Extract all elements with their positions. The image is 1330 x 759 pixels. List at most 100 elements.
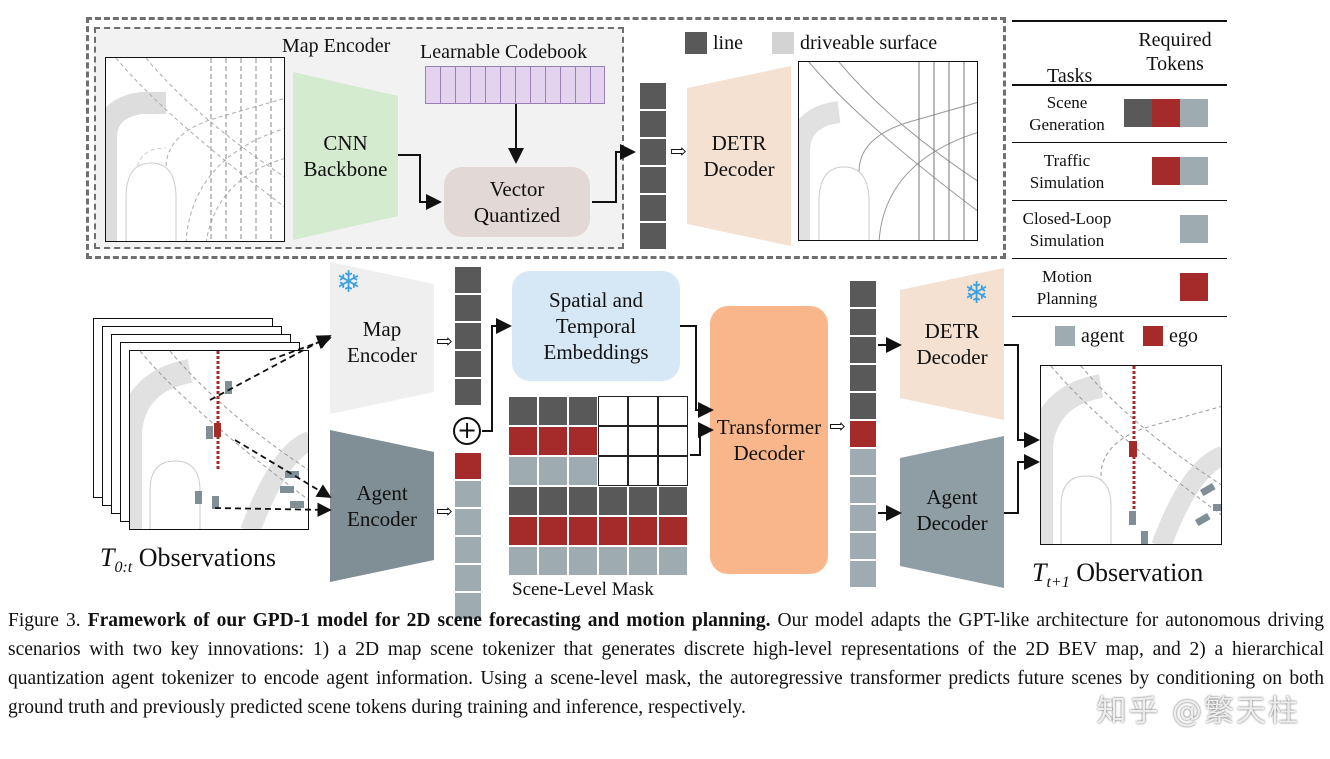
cnn-backbone-line1: CNN xyxy=(323,131,368,155)
mask-cell-empty xyxy=(628,456,658,486)
line-token xyxy=(454,266,482,294)
line-token xyxy=(1124,99,1152,127)
output-bev-map xyxy=(798,61,978,241)
mask-cell-agent xyxy=(658,546,688,576)
required-header-line2: Tokens xyxy=(1146,53,1204,75)
output-token-column xyxy=(849,280,877,588)
hollow-arrow-icon: ⇨ xyxy=(436,501,453,523)
mask-cell-line xyxy=(568,486,598,516)
ego-token xyxy=(849,420,877,448)
agent-token xyxy=(849,504,877,532)
plus-circle-icon: + xyxy=(453,417,481,445)
line-token xyxy=(849,364,877,392)
input-bev-map xyxy=(105,57,285,242)
mask-cell-agent xyxy=(598,546,628,576)
learnable-codebook xyxy=(425,66,605,104)
bottom-arrows xyxy=(209,318,1040,521)
cnn-backbone-line2: Backbone xyxy=(303,157,388,181)
mask-cell-agent xyxy=(628,546,658,576)
agent-decoder-line2: Decoder xyxy=(916,511,988,535)
line-token xyxy=(454,322,482,350)
agent-encoder-line2: Encoder xyxy=(347,507,417,531)
mask-cell-agent xyxy=(568,456,598,486)
line-token xyxy=(639,222,667,250)
mask-cell-ego xyxy=(628,516,658,546)
mask-cell-empty xyxy=(598,426,628,456)
mask-cell-agent xyxy=(568,546,598,576)
mask-cell-empty xyxy=(658,396,688,426)
caption-bold: Framework of our GPD-1 model for 2D scen… xyxy=(87,610,771,631)
mask-cell-empty xyxy=(628,396,658,426)
line-token xyxy=(639,82,667,110)
observations-label: T0:t Observations xyxy=(100,543,276,583)
snowflake-icon: ❄ xyxy=(336,266,362,299)
agent-token xyxy=(454,592,482,620)
watermark: 知乎 @繁天柱 xyxy=(1096,694,1300,729)
cnn-backbone: CNN Backbone xyxy=(293,72,398,240)
learnable-codebook-label: Learnable Codebook xyxy=(420,41,588,63)
out-symbol: T xyxy=(1032,558,1047,587)
line-token xyxy=(639,194,667,222)
mask-cell-ego xyxy=(658,516,688,546)
agent-token xyxy=(454,508,482,536)
legend-driveable-swatch xyxy=(772,32,794,54)
legend-line-swatch xyxy=(685,32,707,54)
required-tokens-header: Required Tokens xyxy=(1120,28,1230,76)
line-token xyxy=(849,280,877,308)
mask-cell-ego xyxy=(568,516,598,546)
ego-token xyxy=(1152,157,1180,185)
line-token xyxy=(849,392,877,420)
mask-cell-ego xyxy=(508,426,538,456)
ste-line3: Embeddings xyxy=(543,340,649,364)
mask-cell-empty xyxy=(658,426,688,456)
top-arrows xyxy=(398,104,636,210)
spatial-temporal-embeddings: Spatial and Temporal Embeddings xyxy=(512,271,680,381)
output-observation-label: Tt+1 Observation xyxy=(1032,558,1203,598)
ste-line2: Temporal xyxy=(555,314,637,338)
legend-ego-label: ego xyxy=(1169,325,1198,347)
mask-cell-empty xyxy=(658,456,688,486)
agent-token xyxy=(1180,157,1208,185)
mask-cell-agent xyxy=(508,546,538,576)
obs-symbol: T xyxy=(100,543,115,572)
hollow-arrow-icon: ⇨ xyxy=(670,141,687,163)
legend-line-label: line xyxy=(713,32,743,54)
line-token xyxy=(639,166,667,194)
figure-caption: Figure 3. Framework of our GPD-1 model f… xyxy=(8,606,1324,722)
mask-cell-line xyxy=(628,486,658,516)
map-encoder-frozen: Map Encoder xyxy=(330,262,434,414)
mask-cell-empty xyxy=(598,396,628,426)
observation-frame xyxy=(129,350,309,530)
plus-symbol: + xyxy=(456,416,478,444)
agent-decoder: Agent Decoder xyxy=(900,436,1004,588)
agent-token xyxy=(849,560,877,588)
agent-decoder-line1: Agent xyxy=(926,485,978,509)
out-text: Observation xyxy=(1076,558,1204,587)
map-token-column xyxy=(639,82,667,250)
tasks-header: Tasks xyxy=(1047,65,1093,87)
mask-cell-agent xyxy=(508,456,538,486)
hollow-arrow-icon: ⇨ xyxy=(436,331,453,353)
hollow-arrow-icon: ⇨ xyxy=(829,416,846,438)
caption-prefix: Figure 3. xyxy=(8,610,88,631)
required-header-line1: Required xyxy=(1138,29,1212,51)
agent-token xyxy=(849,532,877,560)
legend-driveable-label: driveable surface xyxy=(800,32,938,54)
map-encoder-line2: Encoder xyxy=(347,343,417,367)
line-token xyxy=(639,110,667,138)
ego-token xyxy=(454,452,482,480)
vector-quantized-box: Vector Quantized xyxy=(444,167,590,237)
scene-level-mask-label: Scene-Level Mask xyxy=(512,579,654,600)
caption-body: Our model adapts the GPT-like architectu… xyxy=(8,610,1324,718)
bev-map-roads xyxy=(106,58,284,241)
agent-encoder-line1: Agent xyxy=(356,481,408,505)
mask-cell-line xyxy=(568,396,598,426)
legend-agent-swatch xyxy=(1055,326,1075,346)
